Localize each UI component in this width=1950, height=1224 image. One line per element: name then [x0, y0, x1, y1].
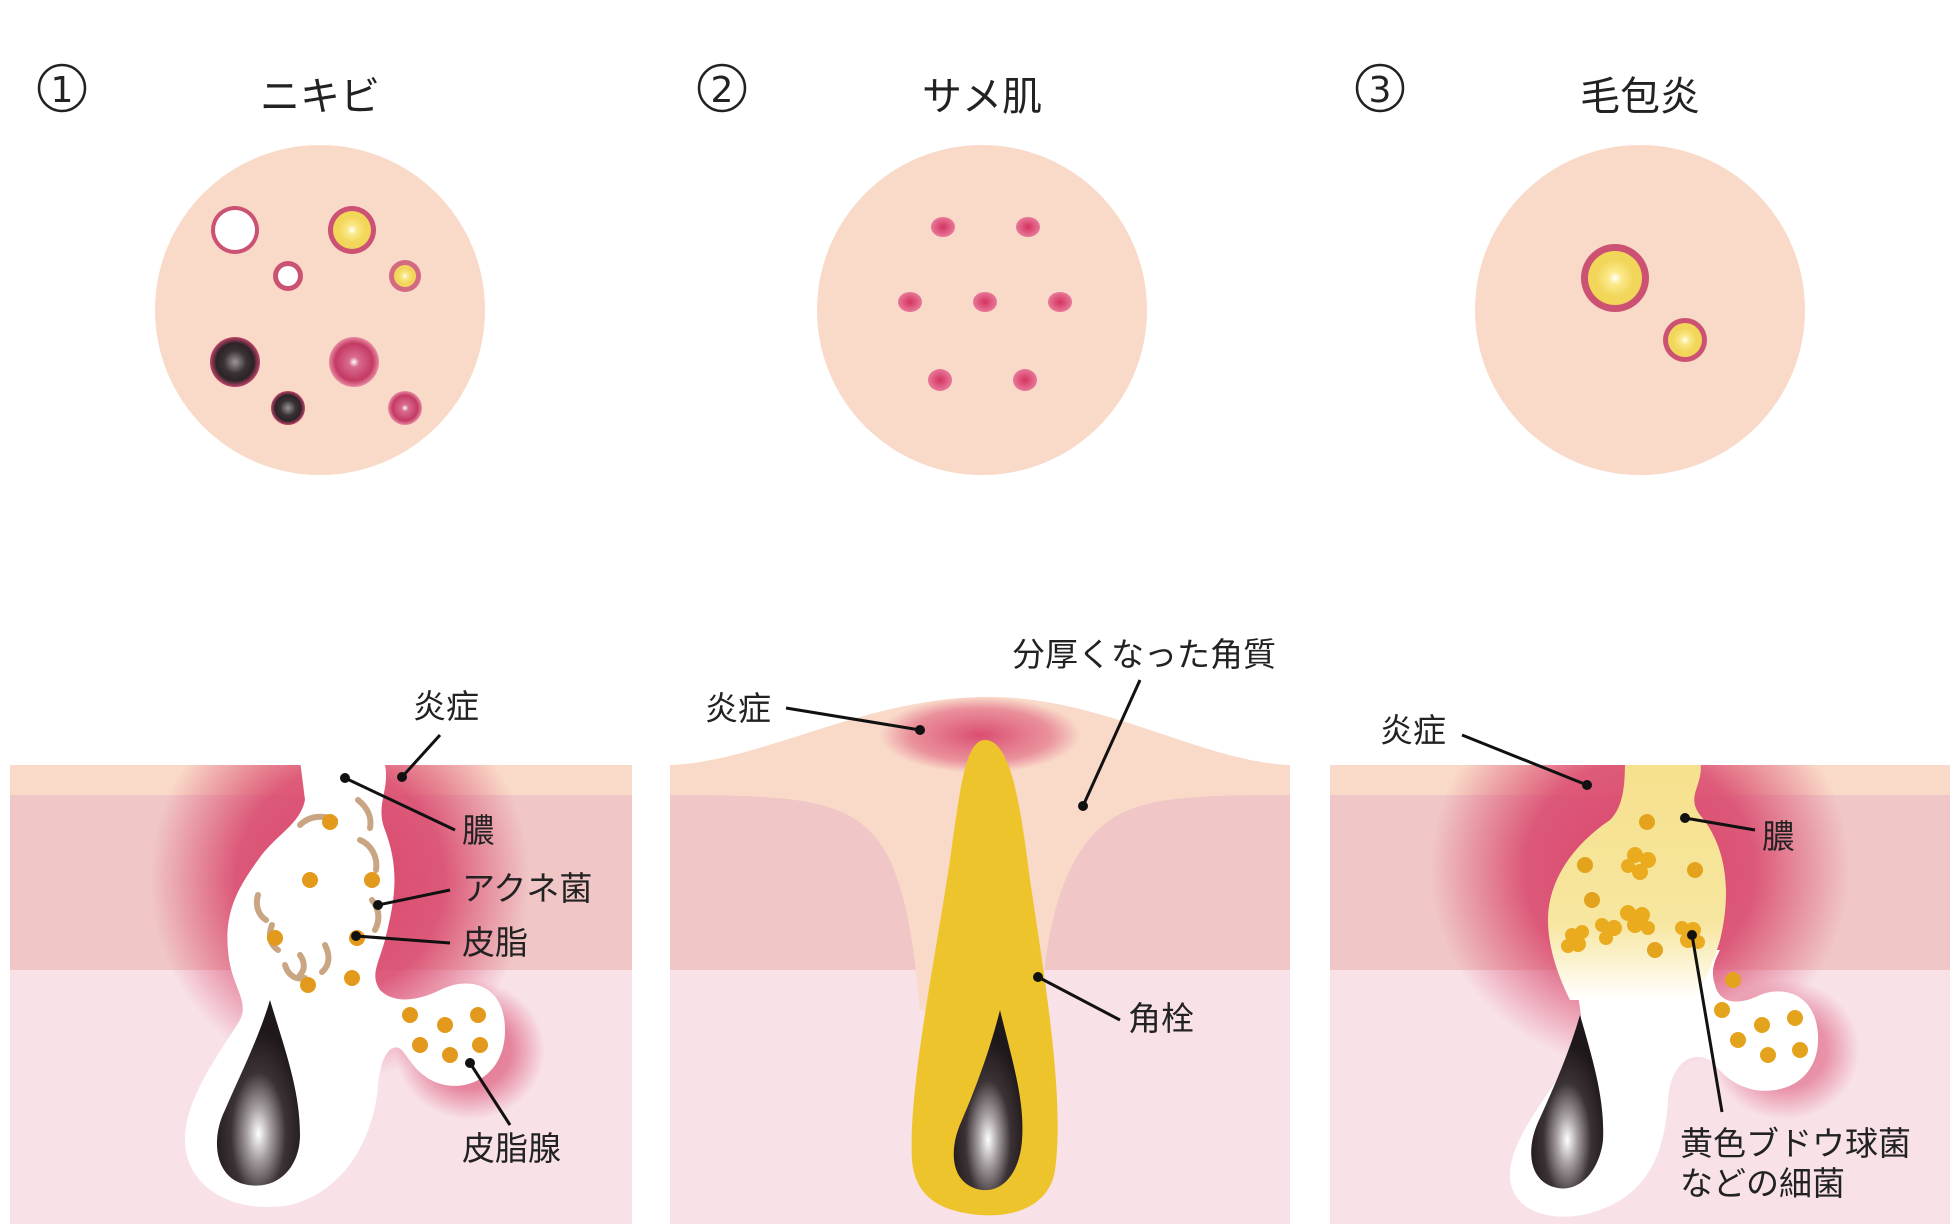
number-circle-3 [1355, 63, 1405, 113]
panel-2-title: サメ肌 [922, 74, 1042, 120]
small-red-spot [388, 391, 422, 425]
inflammation-zone [880, 697, 1080, 773]
label-keratin-plug: 角栓 [1128, 999, 1194, 1038]
cross-section-folliculitis [1330, 765, 1950, 1224]
small-blackhead-spot [271, 391, 305, 425]
panel-3-header: ③ 3 毛包炎 [1355, 63, 1700, 120]
staphylococcus-clusters [1561, 847, 1705, 953]
cross-section-shark-skin [670, 696, 1290, 1224]
panel-2-number-digit: 2 [711, 70, 734, 111]
panel-1-annotations: 炎症 膿 アクネ菌 皮脂 皮脂腺 [340, 687, 592, 1168]
cross-section-acne [10, 765, 632, 1224]
small-yellow-spot [394, 265, 416, 287]
label-bacteria-line1: 黄色ブドウ球菌 [1680, 1124, 1911, 1163]
skin-disc [1475, 145, 1805, 475]
label-sebum: 皮脂 [462, 923, 528, 962]
label-pus-1: 膿 [462, 811, 495, 850]
label-bacteria-line2: などの細菌 [1680, 1164, 1845, 1203]
skin-disc [155, 145, 485, 475]
panel-1-title: ニキビ [260, 74, 380, 120]
pustule-spot-large [1588, 251, 1642, 305]
panel-3-title: 毛包炎 [1580, 74, 1700, 120]
red-papule-spot [329, 337, 379, 387]
keratin-plug [911, 740, 1058, 1216]
whitehead-spot [215, 210, 255, 250]
label-inflammation-3: 炎症 [1380, 711, 1446, 750]
blackhead-spot [210, 337, 260, 387]
panel-1-number-digit: 1 [51, 70, 74, 111]
hair-root [216, 1000, 300, 1186]
label-pus-3: 膿 [1762, 817, 1795, 856]
skin-circle-shark-skin [817, 145, 1147, 475]
pustule-spot-small [1668, 323, 1702, 357]
panel-3-annotations: 炎症 膿 黄色ブドウ球菌 などの細菌 [1380, 711, 1911, 1203]
label-thick-keratin: 分厚くなった角質 [1012, 635, 1276, 674]
hair-root [953, 1010, 1023, 1191]
hair-root [1531, 1015, 1604, 1189]
sebum-dots [267, 814, 488, 1063]
number-circle-1 [37, 63, 87, 113]
panel-2-annotations: 炎症 分厚くなった角質 角栓 [705, 635, 1276, 1038]
label-inflammation-1: 炎症 [413, 687, 479, 726]
skin-circle-acne [155, 145, 485, 475]
panel-1-header: ① 1 ニキビ [37, 63, 380, 120]
label-sebaceous-gland: 皮脂腺 [462, 1129, 561, 1168]
label-acne-bacteria: アクネ菌 [462, 869, 592, 908]
small-whitehead-spot [278, 266, 298, 286]
bacteria-dots [1577, 814, 1808, 1063]
label-inflammation-2: 炎症 [705, 689, 771, 728]
yellow-pustule-spot [333, 211, 371, 249]
number-circle-2 [697, 63, 747, 113]
acne-bacteria [253, 797, 382, 982]
panel-2-header: ② 2 サメ肌 [697, 63, 1042, 120]
skin-circle-folliculitis [1475, 145, 1805, 475]
panel-3-number-digit: 3 [1369, 70, 1392, 111]
